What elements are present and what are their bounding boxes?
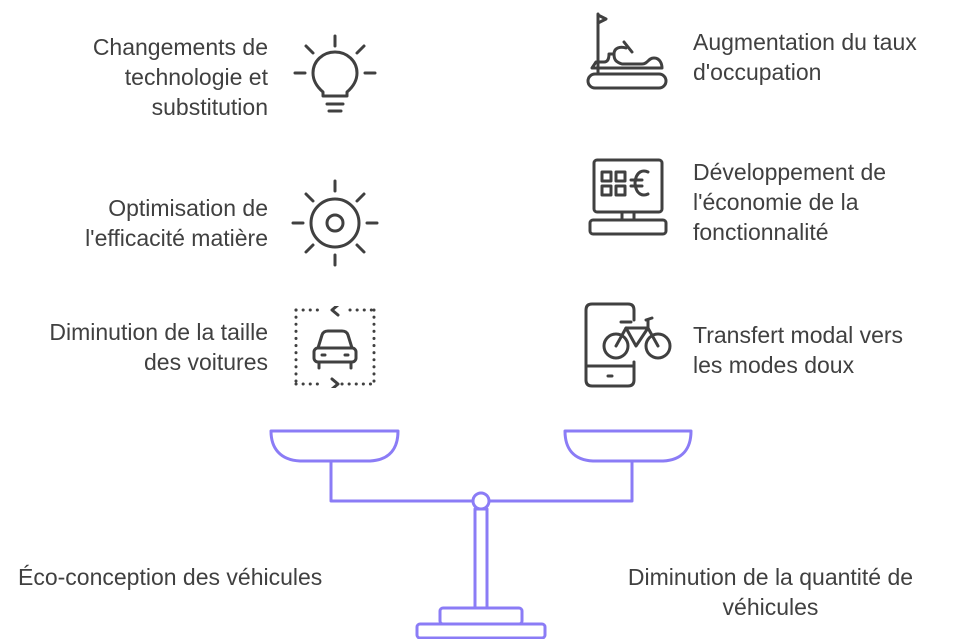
computer-euro-icon <box>588 158 668 236</box>
right-item-2-label: Développement de l'économie de la foncti… <box>693 159 887 245</box>
car-resize-icon <box>294 306 376 388</box>
pivot <box>471 491 491 511</box>
sun-gear-icon <box>291 179 379 267</box>
balance-base-bottom <box>415 622 547 639</box>
left-pan-label: Éco-conception des véhicules <box>18 564 323 590</box>
left-pan <box>269 429 400 463</box>
left-item-3-label: Diminution de la taille des voitures <box>49 319 268 375</box>
balance-beam <box>329 459 634 503</box>
right-pan-label: Diminution de la quantité de véhicules <box>627 564 914 620</box>
lightbulb-icon <box>293 34 377 113</box>
balance-base-top <box>438 606 524 626</box>
left-item-1-label: Changements de technologie et substituti… <box>92 34 268 120</box>
right-item-3-label: Transfert modal vers les modes doux <box>693 322 904 378</box>
balance-post <box>473 507 489 616</box>
phone-bike-icon <box>584 302 672 388</box>
right-pan <box>563 429 693 463</box>
bumper-car-icon <box>586 12 668 90</box>
left-item-2-label: Optimisation de l'efficacité matière <box>85 195 268 251</box>
right-item-1-label: Augmentation du taux d'occupation <box>693 29 917 85</box>
